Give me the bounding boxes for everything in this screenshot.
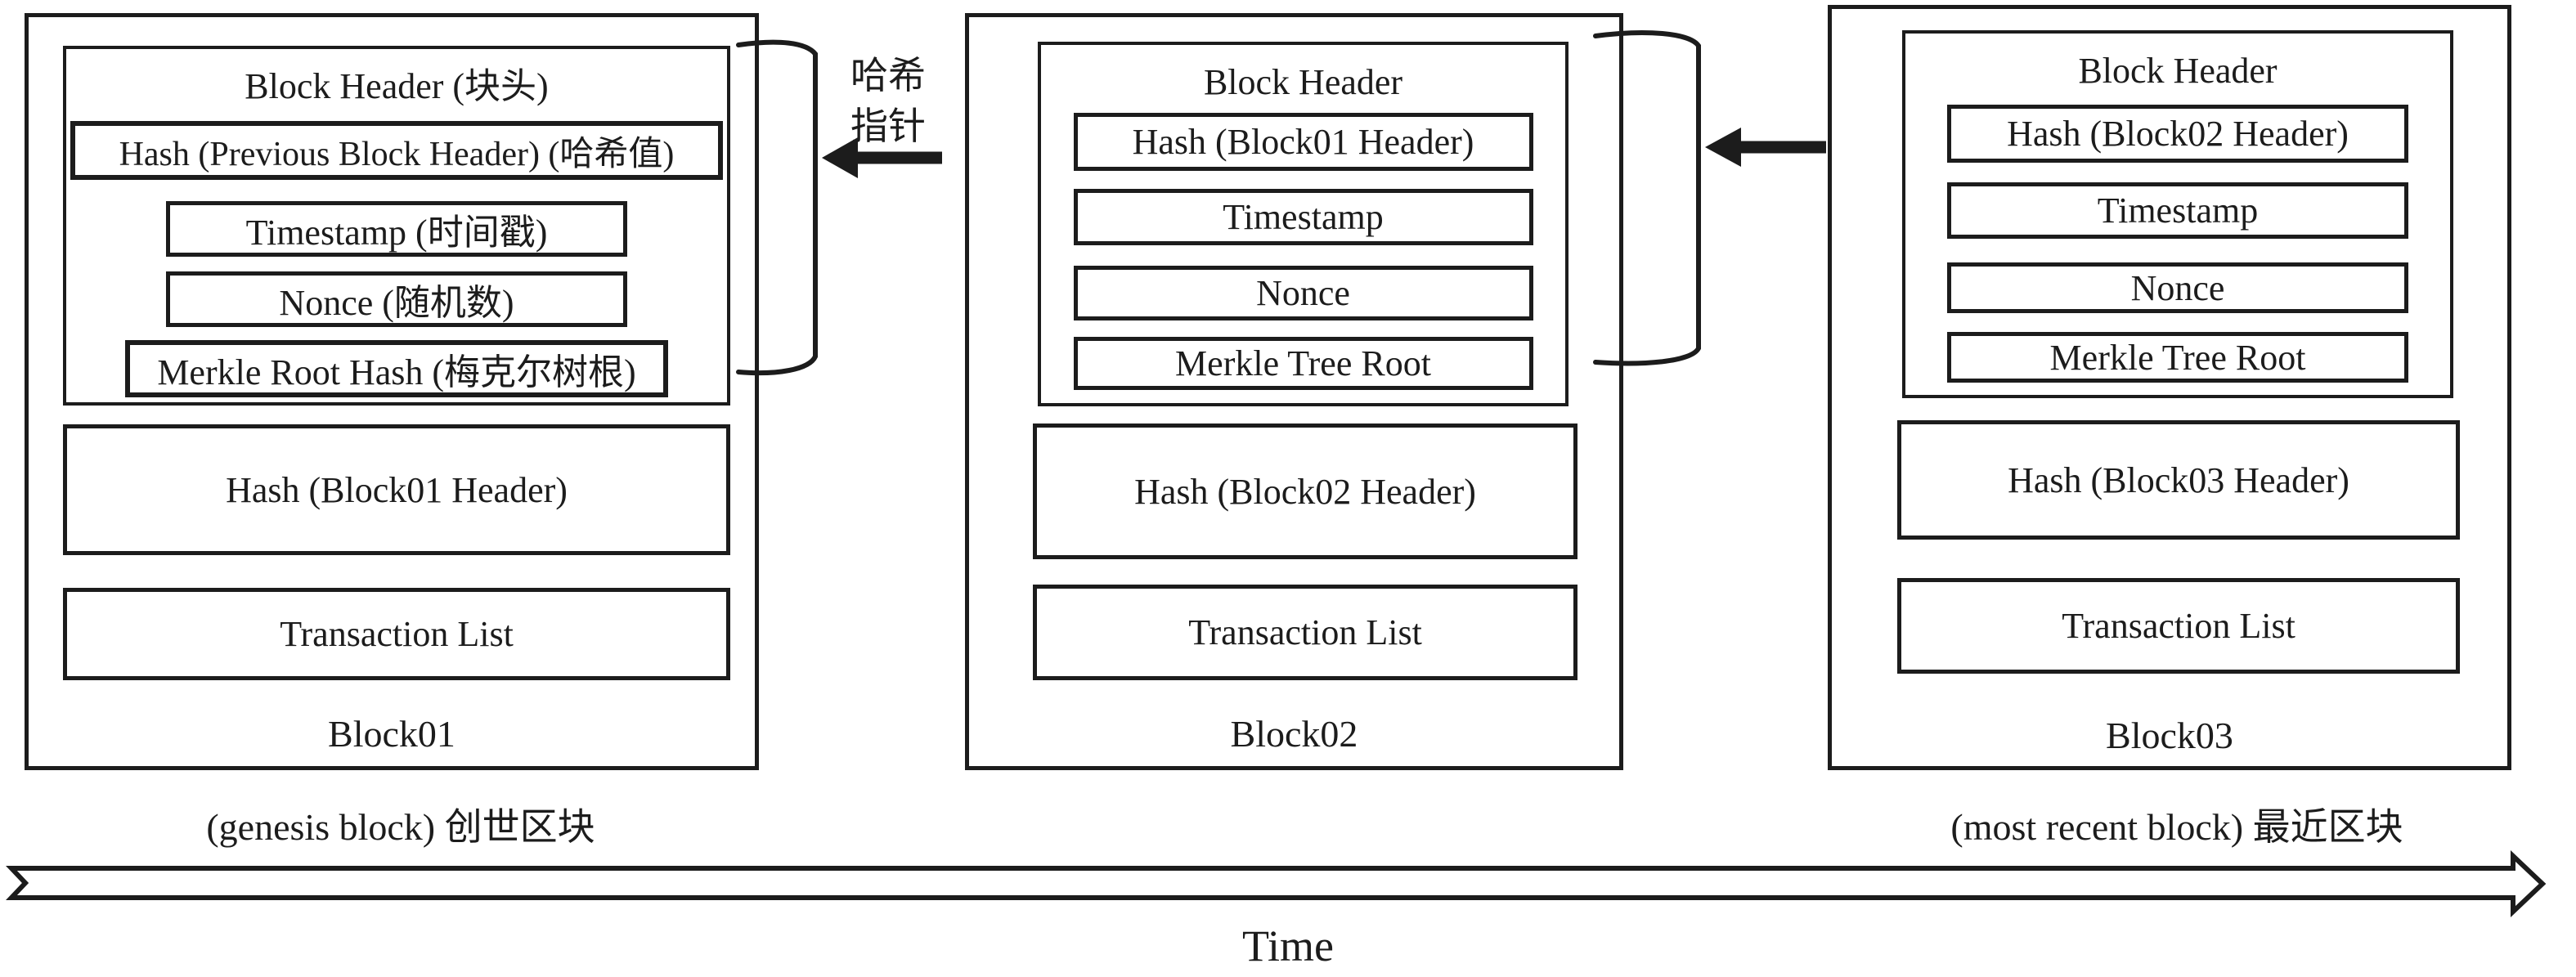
block03-field-nonce: Nonce [1947, 262, 2408, 313]
time-axis-label: Time [1241, 921, 1335, 970]
block01-field-merkle-root: Merkle Root Hash (梅克尔树根) [125, 340, 668, 397]
block03-header-box: Block Header Hash (Block02 Header) Times… [1902, 30, 2453, 398]
block01-transaction-list-box: Transaction List [63, 588, 730, 680]
hash-pointer-label-line2: 指针 [850, 105, 926, 147]
block01-container: Block Header (块头) Hash (Previous Block H… [25, 13, 759, 770]
block03-transaction-list-box: Transaction List [1897, 578, 2460, 674]
block02-header-title: Block Header [1203, 62, 1403, 102]
block03-field-merkle-root: Merkle Tree Root [1947, 332, 2408, 383]
block02-field-nonce: Nonce [1073, 266, 1533, 320]
genesis-block-caption: (genesis block) 创世区块 [206, 806, 595, 848]
block02-hash-box: Hash (Block02 Header) [1033, 424, 1577, 559]
block03-field-timestamp: Timestamp [1947, 182, 2408, 239]
block01-header-title: Block Header (块头) [245, 66, 549, 106]
block03-name-label: Block03 [2106, 715, 2233, 756]
block02-field-merkle-root: Merkle Tree Root [1073, 337, 1533, 390]
block02-header-box: Block Header Hash (Block01 Header) Times… [1038, 42, 1568, 406]
block03-header-title: Block Header [2078, 51, 2278, 91]
block02-field-timestamp: Timestamp [1073, 189, 1533, 245]
block01-field-timestamp: Timestamp (时间戳) [166, 201, 627, 257]
block02-name-label: Block02 [1230, 713, 1358, 755]
block01-name-label: Block01 [328, 713, 456, 755]
block02-field-hash-block01: Hash (Block01 Header) [1073, 113, 1533, 171]
block02-container: Block Header Hash (Block01 Header) Times… [965, 13, 1623, 770]
block01-hash-box: Hash (Block01 Header) [63, 424, 730, 555]
block01-field-hash-previous: Hash (Previous Block Header) (哈希值) [70, 121, 723, 180]
block03-container: Block Header Hash (Block02 Header) Times… [1828, 5, 2511, 770]
time-axis-arrow-icon [6, 850, 2547, 917]
hash-pointer-label-line1: 哈希 [850, 55, 926, 96]
block03-field-hash-block02: Hash (Block02 Header) [1947, 105, 2408, 163]
most-recent-block-caption: (most recent block) 最近区块 [1950, 806, 2403, 848]
block02-transaction-list-box: Transaction List [1033, 585, 1577, 680]
block03-hash-box: Hash (Block03 Header) [1897, 420, 2460, 540]
hash-pointer-arrow-icon-block03-to-block02 [1705, 128, 1826, 167]
hash-pointer-label: 哈希 指针 [819, 51, 958, 152]
block01-field-nonce: Nonce (随机数) [166, 271, 627, 327]
block01-header-box: Block Header (块头) Hash (Previous Block H… [63, 46, 730, 406]
